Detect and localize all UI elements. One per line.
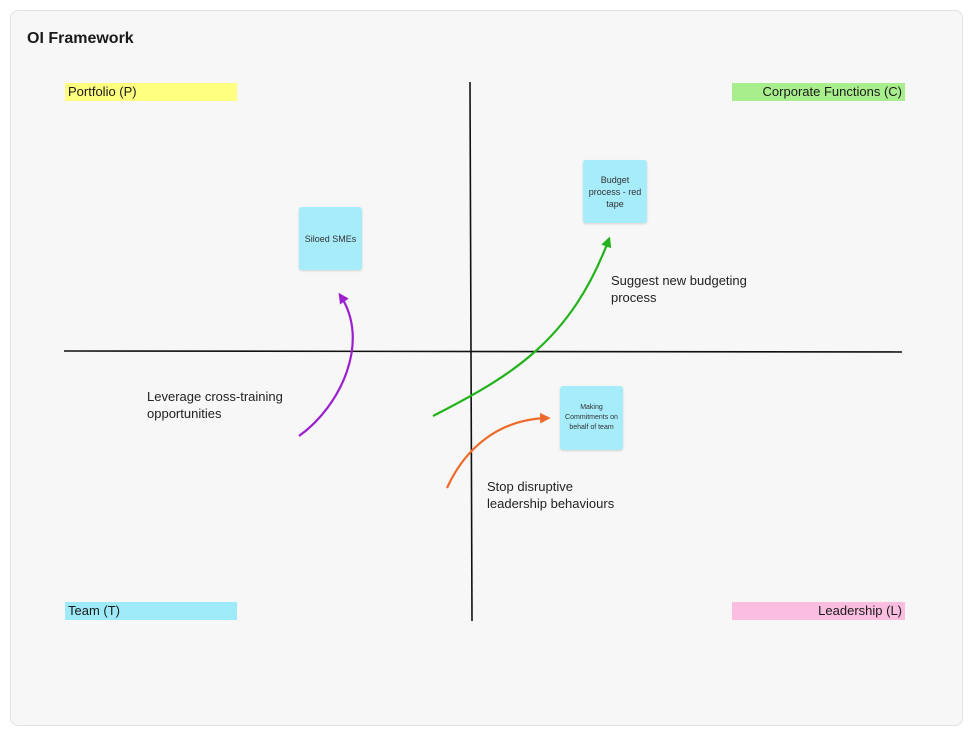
annotation-suggest-budgeting[interactable]: Suggest new budgeting process [611,273,747,305]
board-title: OI Framework [27,30,134,47]
sticky-note-budget-process[interactable]: Budget process - red tape [583,160,647,223]
annotation-stop-disruptive[interactable]: Stop disruptive leadership behaviours [487,479,615,511]
quadrant-label-corporate-functions[interactable]: Corporate Functions (C) [732,83,905,101]
sticky-note-making-commitments[interactable]: Making Commitments on behalf of team [560,386,623,450]
quadrant-label-team[interactable]: Team (T) [65,602,237,620]
quadrant-label-portfolio[interactable]: Portfolio (P) [65,83,237,101]
whiteboard: OI Framework Portfolio (P) Corporate Fun… [10,10,963,726]
sticky-note-siloed-smes[interactable]: Siloed SMEs [299,207,362,270]
framework-canvas [63,81,903,622]
green-arrow [432,236,612,417]
annotation-leverage-cross-training[interactable]: Leverage cross-training opportunities [147,389,283,421]
purple-arrow [298,292,354,437]
quadrant-label-leadership[interactable]: Leadership (L) [732,602,905,620]
horizontal-axis [63,350,903,353]
orange-arrow [445,412,551,489]
